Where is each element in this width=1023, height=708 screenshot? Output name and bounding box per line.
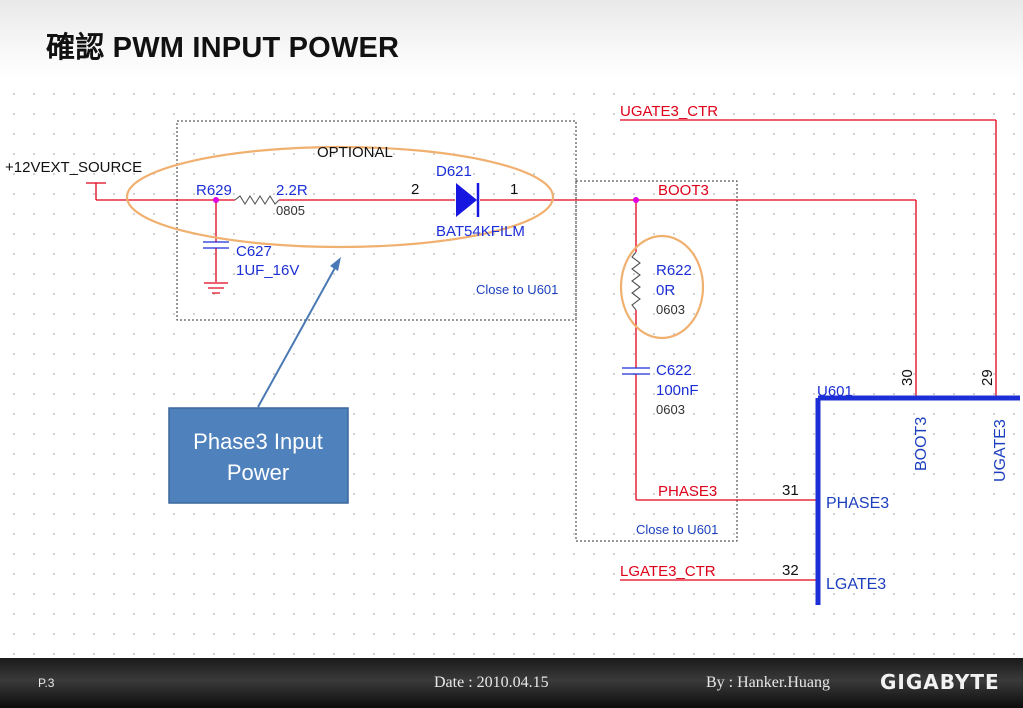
net-lgate3-ctr: LGATE3_CTR <box>620 563 716 580</box>
highlight-ellipse-r622 <box>619 234 705 340</box>
c627-symbol <box>203 241 229 249</box>
net-phase3: PHASE3 <box>658 483 717 500</box>
r622-package: 0603 <box>656 302 685 317</box>
u601-pin-32-number: 32 <box>782 562 799 579</box>
r622-ref: R622 <box>656 262 692 279</box>
u601-ref: U601 <box>817 383 853 400</box>
close-to-label-1: Close to U601 <box>476 282 558 297</box>
c622-value: 100nF <box>656 382 699 399</box>
ground-icon <box>204 282 228 294</box>
title-bar: 確認 PWM INPUT POWER <box>0 0 1023 79</box>
r629-symbol <box>234 194 280 206</box>
r629-package: 0805 <box>276 203 305 218</box>
highlight-ellipse-input <box>125 145 555 249</box>
schematic-diagram: Phase3 Input Power UGATE3_CTR +12VEXT_SO… <box>5 103 1020 605</box>
u601-pin-lgate3: LGATE3 <box>826 576 886 593</box>
footer-author: By : Hanker.Huang <box>706 674 830 691</box>
footer-date: Date : 2010.04.15 <box>434 674 549 691</box>
slide-title: 確認 PWM INPUT POWER <box>46 32 400 64</box>
net-boot3: BOOT3 <box>658 182 709 199</box>
gigabyte-logo: GIGABYTE <box>880 670 1000 694</box>
callout-line-1: Phase3 Input <box>193 429 323 454</box>
callout-line-2: Power <box>227 460 289 485</box>
c622-package: 0603 <box>656 402 685 417</box>
junction-dot <box>213 197 219 203</box>
callout-box <box>168 407 349 504</box>
junction-dot <box>633 197 639 203</box>
boot-group-box <box>575 180 738 542</box>
c627-ref: C627 <box>236 243 272 260</box>
u601-body <box>815 395 1020 605</box>
r629-value: 2.2R <box>276 182 308 199</box>
net-source: +12VEXT_SOURCE <box>5 159 142 176</box>
optional-group-box <box>176 120 577 321</box>
callout-arrow-head <box>330 257 341 271</box>
d621-pin-1: 1 <box>510 181 518 198</box>
r629-ref: R629 <box>196 182 232 199</box>
u601-pin-31-number: 31 <box>782 482 799 499</box>
u601-pin-29-number: 29 <box>979 369 996 386</box>
net-ugate3-ctr: UGATE3_CTR <box>620 103 718 120</box>
c627-value: 1UF_16V <box>236 262 299 279</box>
r622-value: 0R <box>656 282 675 299</box>
d621-part: BAT54KFILM <box>436 223 525 240</box>
optional-label: OPTIONAL <box>317 144 393 161</box>
u601-pin-30-number: 30 <box>899 369 916 386</box>
u601-pin-boot3: BOOT3 <box>913 417 930 471</box>
u601-pin-ugate3: UGATE3 <box>992 419 1009 482</box>
footer-bar: P.3 Date : 2010.04.15 By : Hanker.Huang … <box>0 658 1023 708</box>
d621-pin-2: 2 <box>411 181 419 198</box>
callout-arrow-line <box>257 265 337 408</box>
r622-symbol <box>631 251 641 311</box>
u601-pin-phase3: PHASE3 <box>826 495 889 512</box>
c622-symbol <box>622 367 650 375</box>
page-number: P.3 <box>38 676 55 690</box>
close-to-label-2: Close to U601 <box>636 522 718 537</box>
schematic-area: Phase3 Input Power UGATE3_CTR +12VEXT_SO… <box>0 78 1023 658</box>
d621-symbol <box>456 183 480 217</box>
d621-ref: D621 <box>436 163 472 180</box>
c622-ref: C622 <box>656 362 692 379</box>
